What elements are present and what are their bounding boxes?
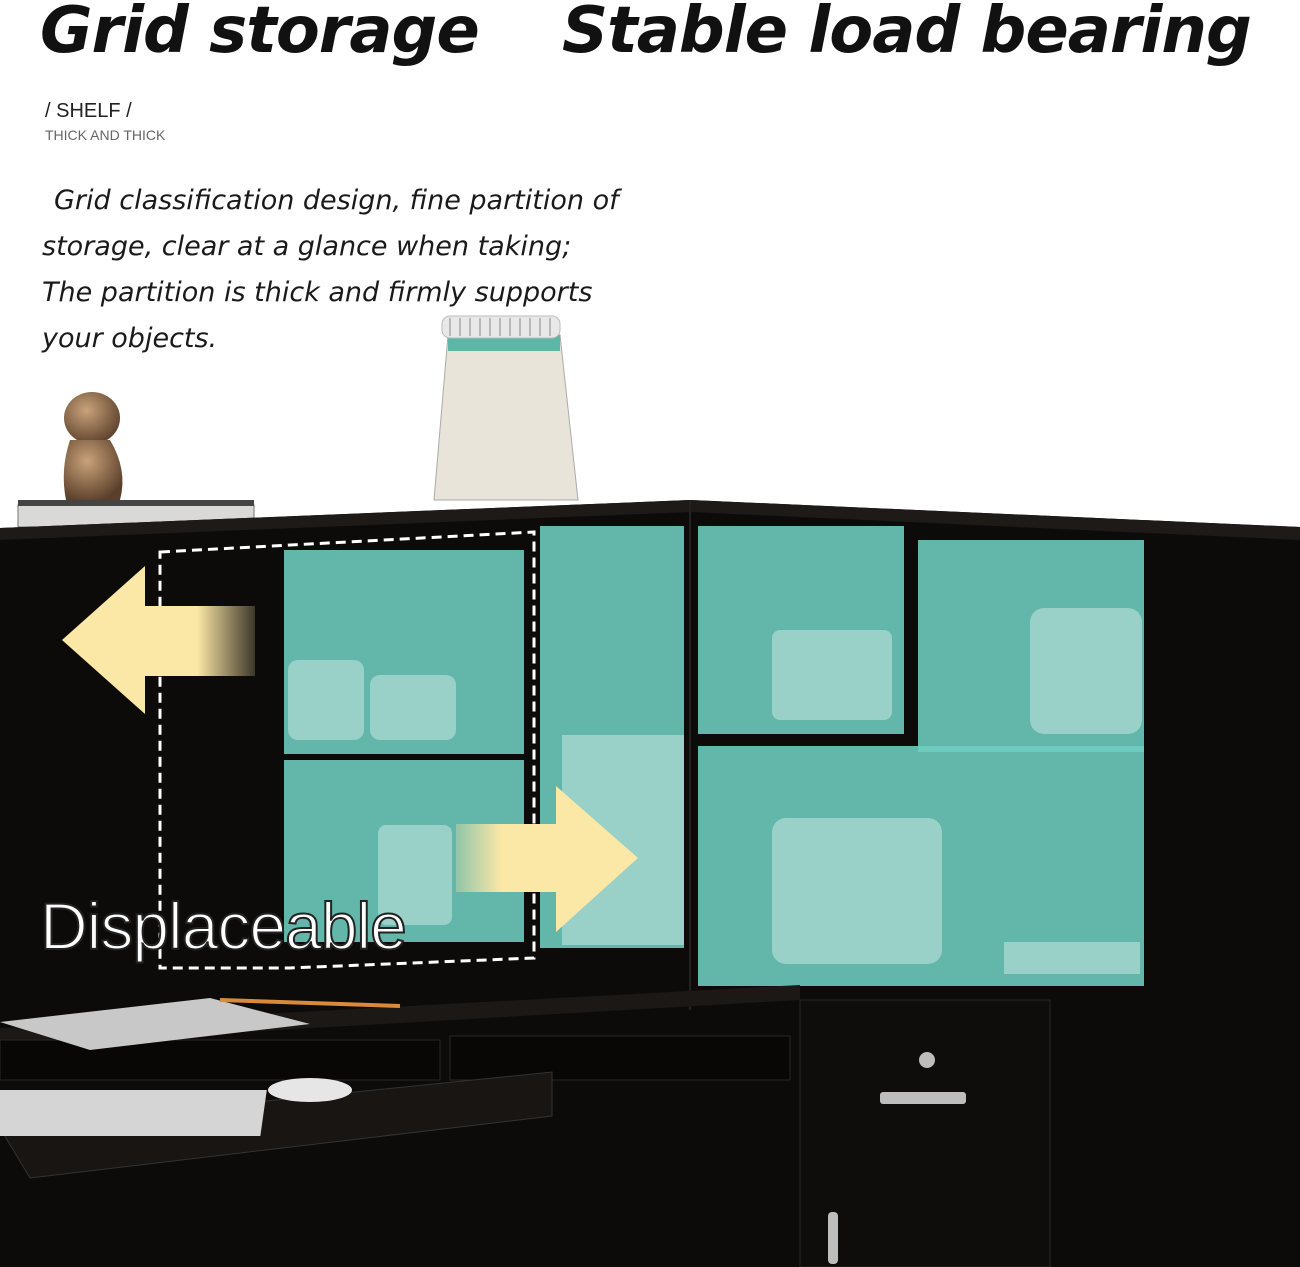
description-line: storage, clear at a glance when taking; [42, 231, 572, 262]
desk-lower [0, 985, 1051, 1267]
displaceable-callout: Displaceable [39, 888, 408, 964]
statue-decor [17, 392, 255, 528]
description-line: Grid classification design, fine partiti… [54, 185, 619, 216]
left-arrow-icon [62, 566, 255, 714]
description-line: The partition is thick and firmly suppor… [42, 277, 593, 308]
grid-storage-heading: Grid storage [40, 0, 480, 68]
stable-load-heading: Stable load bearing [562, 0, 1252, 68]
displaceable-outline [158, 530, 536, 970]
calendar-decor [433, 315, 579, 501]
highlight-compartments [284, 526, 1144, 986]
description-line: your objects. [42, 323, 218, 354]
shelf-label: / SHELF / [45, 100, 132, 122]
shelf-sublabel: THICK AND THICK [45, 127, 166, 143]
description-text: Grid classification design, fine partiti… [42, 178, 642, 362]
right-arrow-icon [456, 786, 638, 932]
